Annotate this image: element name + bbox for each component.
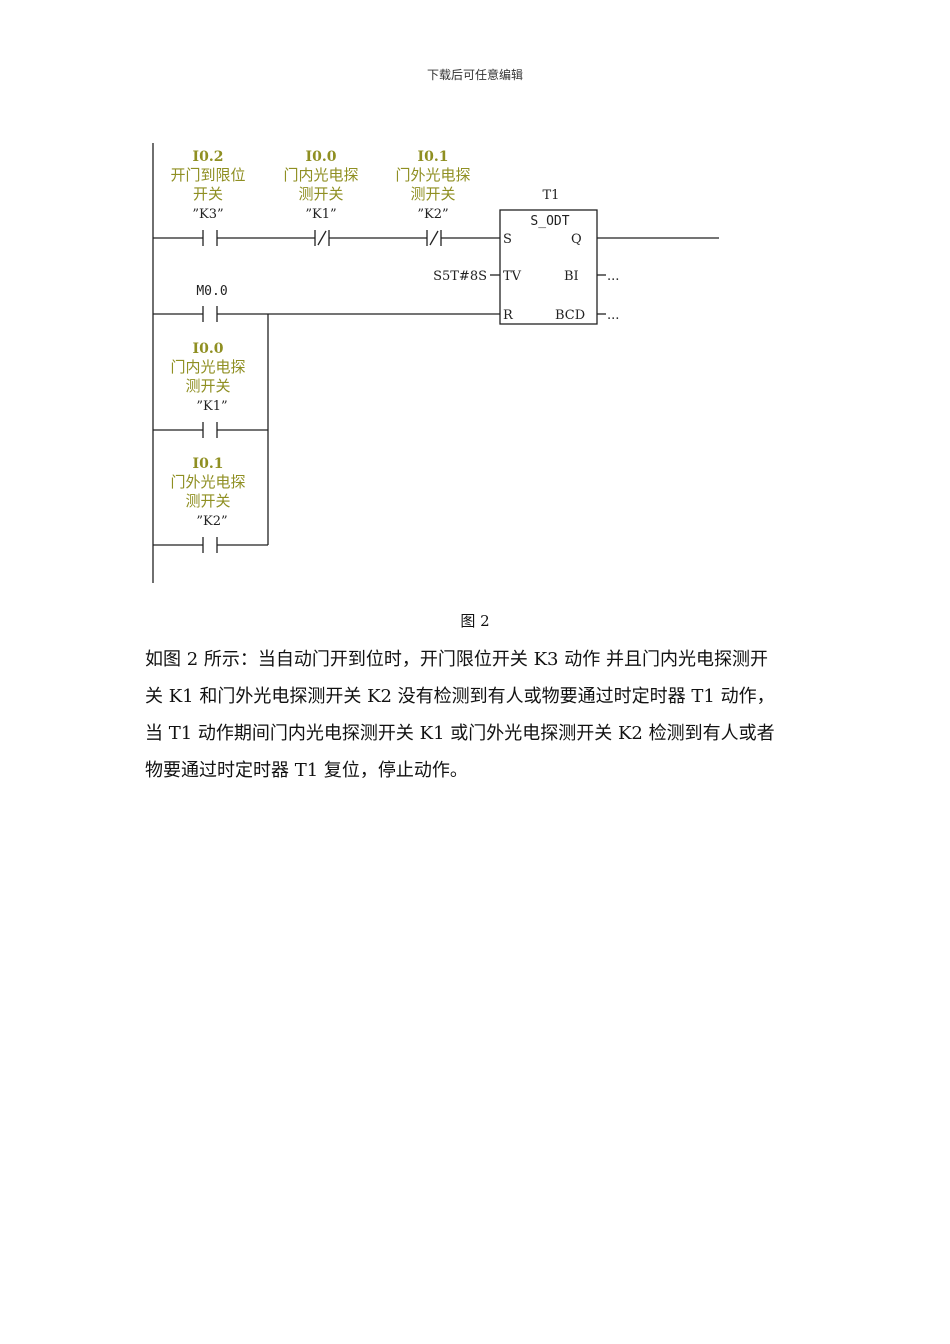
contact-k2-nc <box>426 230 442 246</box>
bi-output: ... <box>607 269 619 284</box>
contact-comment: 测开关 <box>185 492 230 510</box>
contact-address: I0.0 <box>306 149 337 165</box>
contact-comment: 门外光电探 <box>170 473 245 491</box>
contact-address: I0.1 <box>193 456 224 472</box>
timer-block: T1 S_ODT S Q TV BI R BCD S5T#8S ... ... <box>433 188 619 325</box>
m-contact-address: M0.0 <box>196 284 227 299</box>
contact-address: I0.2 <box>193 149 224 165</box>
contact-address: I0.1 <box>418 149 449 165</box>
paragraph-line: 当 T1 动作期间门内光电探测开关 K1 或门外光电探测开关 K2 检测到有人或… <box>145 723 775 744</box>
paragraph-line: 关 K1 和门外光电探测开关 K2 没有检测到有人或物要通过时定时器 T1 动作… <box>145 686 775 707</box>
pin-bcd: BCD <box>555 308 585 323</box>
contact-k2-no <box>202 537 218 553</box>
contact-k3-no <box>202 230 218 246</box>
contact-comment: 门内光电探 <box>283 166 358 184</box>
pin-r: R <box>503 308 514 323</box>
contact-m0-0-no <box>202 306 218 322</box>
body-paragraph: 如图 2 所示：当自动门开到位时，开门限位开关 K3 动作 并且门内光电探测开 … <box>145 641 825 789</box>
contact-symbol: ”K3” <box>192 207 223 222</box>
rung-2: M0.0 I0.0 门内光电探 测开关 ”K1” I0.1 门外光电探 测开关 … <box>153 284 500 553</box>
contact-comment: 门外光电探 <box>395 166 470 184</box>
pin-s: S <box>503 232 512 247</box>
timer-name: T1 <box>543 188 560 203</box>
pin-tv: TV <box>503 269 522 284</box>
timer-type: S_ODT <box>530 214 569 229</box>
contact-comment: 测开关 <box>410 185 455 203</box>
contact-comment: 门内光电探 <box>170 358 245 376</box>
contact-comment: 测开关 <box>185 377 230 395</box>
paragraph-line: 如图 2 所示：当自动门开到位时，开门限位开关 K3 动作 并且门内光电探测开 <box>145 649 768 670</box>
contact-symbol: ”K2” <box>196 514 227 529</box>
contact-address: I0.0 <box>193 341 224 357</box>
contact-comment: 开门到限位 <box>170 166 245 184</box>
contact-symbol: ”K2” <box>417 207 448 222</box>
pin-bi: BI <box>564 269 579 284</box>
pin-q: Q <box>571 232 582 247</box>
bcd-output: ... <box>607 308 619 323</box>
contact-comment: 测开关 <box>298 185 343 203</box>
contact-comment: 开关 <box>193 185 223 203</box>
contact-k1-no <box>202 422 218 438</box>
page-header: 下载后可任意编辑 <box>426 68 523 82</box>
ladder-diagram: I0.2 开门到限位 开关 ”K3” I0.0 门内光电探 测开关 ”K1” I… <box>152 143 719 583</box>
tv-value: S5T#8S <box>433 269 487 284</box>
figure-caption: 图 2 <box>460 612 490 630</box>
contact-symbol: ”K1” <box>305 207 336 222</box>
contact-k1-nc <box>314 230 330 246</box>
paragraph-line: 物要通过时定时器 T1 复位，停止动作。 <box>145 760 468 781</box>
contact-symbol: ”K1” <box>196 399 227 414</box>
rung-1: I0.2 开门到限位 开关 ”K3” I0.0 门内光电探 测开关 ”K1” I… <box>153 149 719 246</box>
